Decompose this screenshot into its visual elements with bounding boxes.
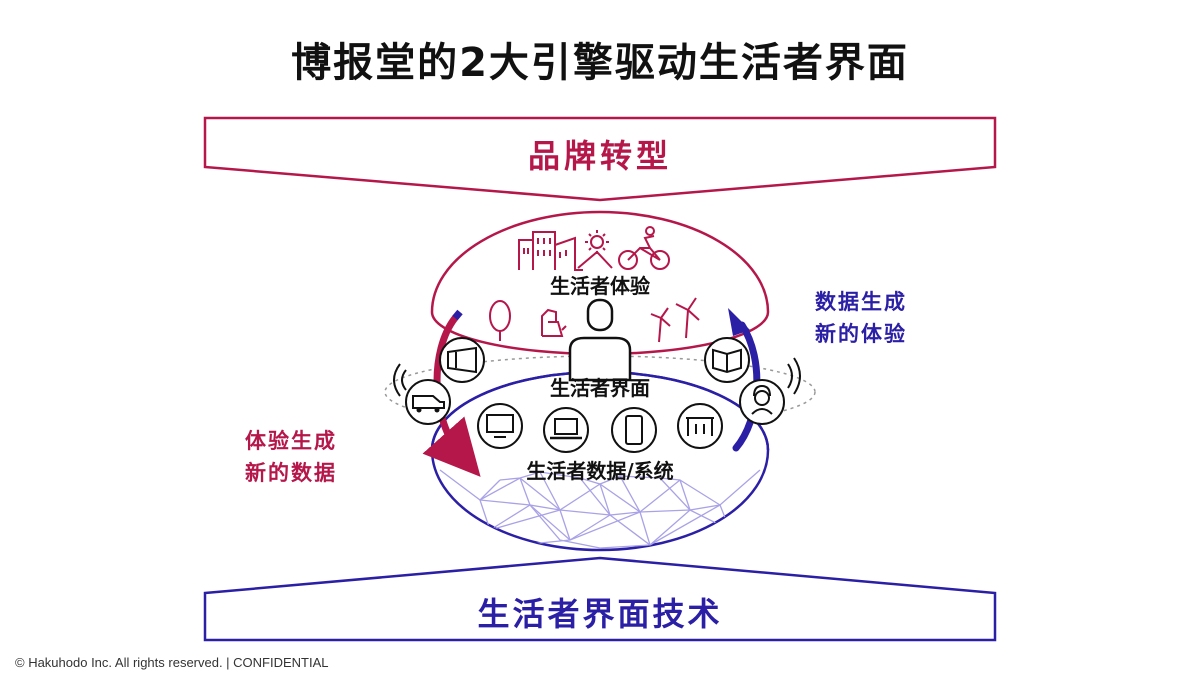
interface-label: 生活者界面 bbox=[550, 376, 650, 400]
experience-dome bbox=[430, 210, 770, 356]
brand-transformation-label: 品牌转型 bbox=[527, 137, 672, 175]
tree-icon bbox=[489, 300, 511, 341]
mountain-icon bbox=[577, 250, 613, 269]
copyright-footer: © Hakuhodo Inc. All rights reserved. | C… bbox=[15, 655, 329, 670]
data-system-label: 生活者数据/系统 bbox=[526, 459, 674, 483]
cyclist-icon bbox=[618, 226, 670, 270]
experience-to-data-text: 体验生成 新的数据 bbox=[245, 425, 337, 489]
person-icon bbox=[568, 298, 632, 382]
page-title: 博报堂的2大引擎驱动生活者界面 bbox=[291, 40, 909, 86]
experience-label: 生活者体验 bbox=[550, 274, 650, 298]
operator-icon bbox=[739, 379, 785, 425]
experience-to-data-line-2: 新的数据 bbox=[245, 461, 337, 485]
interface-ring bbox=[384, 355, 816, 429]
laptop-icon bbox=[543, 407, 589, 453]
data-to-experience-line-2: 新的体验 bbox=[815, 322, 907, 346]
tv-icon bbox=[477, 403, 523, 449]
car-icon bbox=[405, 379, 451, 425]
experience-to-data-line-1: 体验生成 bbox=[245, 429, 337, 453]
interface-technology-banner bbox=[203, 556, 997, 642]
book-icon bbox=[704, 337, 750, 383]
left-arrow-tip-blue bbox=[452, 309, 463, 321]
wind-turbine-icon bbox=[650, 297, 700, 343]
data-to-experience-line-1: 数据生成 bbox=[815, 290, 907, 314]
buildings-icon bbox=[518, 231, 583, 271]
dog-icon bbox=[541, 308, 567, 337]
smartphone-icon bbox=[611, 407, 657, 453]
brand-transformation-banner bbox=[203, 116, 997, 202]
signal-right-icon bbox=[787, 357, 801, 395]
data-to-experience-text: 数据生成 新的体验 bbox=[815, 286, 907, 350]
signal-left-icon bbox=[393, 363, 407, 397]
signage-icon bbox=[439, 337, 485, 383]
gate-icon bbox=[677, 403, 723, 449]
interface-technology-label: 生活者界面技术 bbox=[477, 595, 723, 633]
